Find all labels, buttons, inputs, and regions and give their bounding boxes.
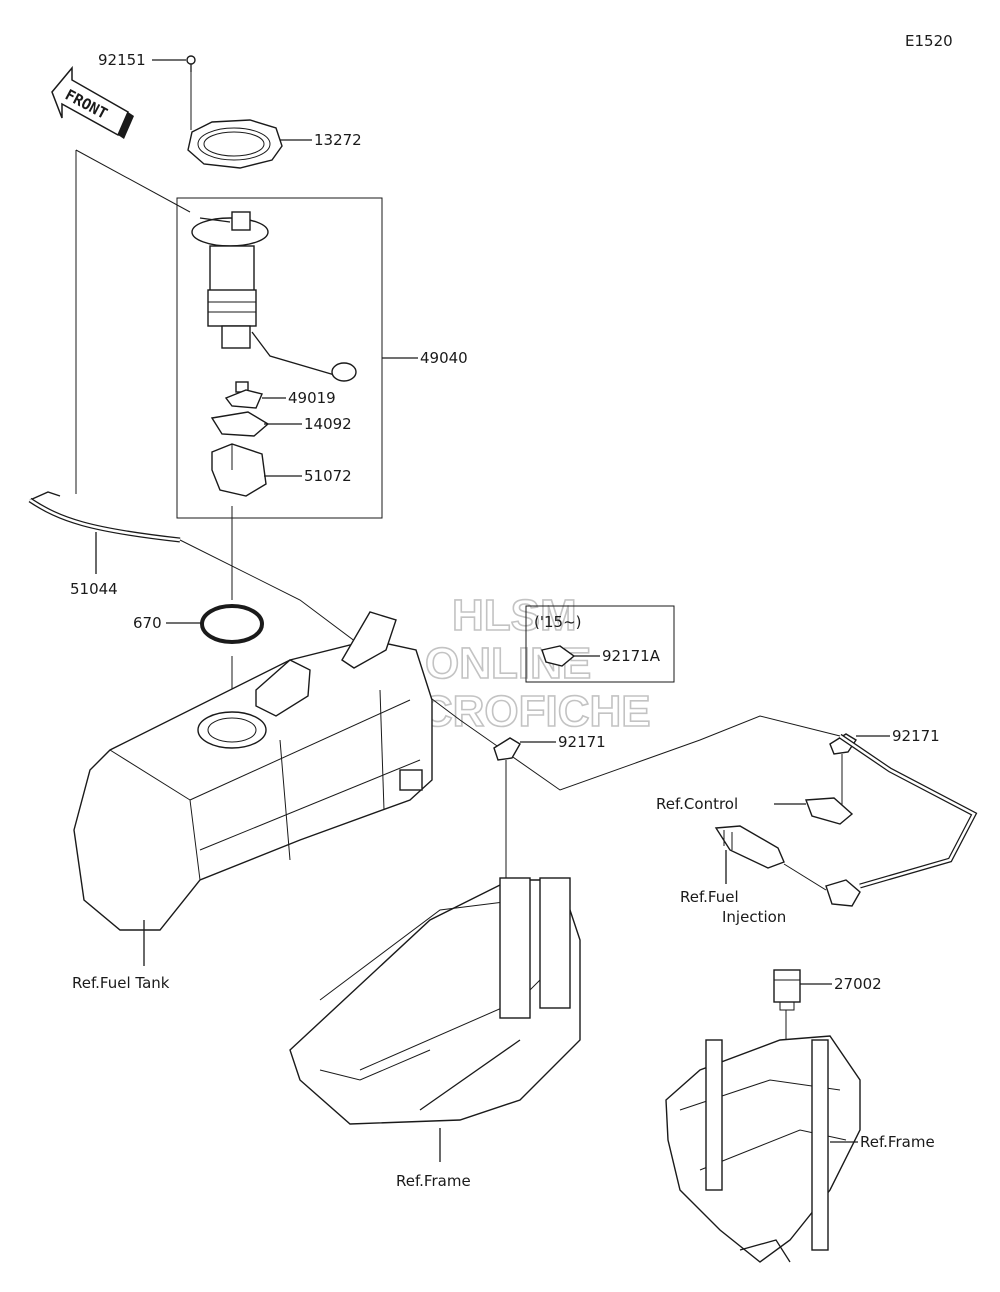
label-51072: 51072	[304, 467, 352, 485]
hose-51044[interactable]	[28, 150, 181, 543]
bracket-14092[interactable]	[210, 411, 270, 437]
label-49019: 49019	[288, 389, 336, 407]
watermark-line1: HLSM	[452, 591, 577, 640]
fuel-injector[interactable]	[714, 825, 861, 907]
o-ring-670[interactable]	[200, 604, 264, 644]
filter-49019[interactable]	[224, 381, 263, 409]
label-92171a: 92171A	[602, 647, 661, 665]
clamp-92171a[interactable]	[541, 645, 576, 667]
label-51044: 51044	[70, 580, 118, 598]
screw-92151[interactable]	[186, 55, 196, 72]
label-14092: 14092	[304, 415, 352, 433]
label-92151: 92151	[98, 51, 146, 69]
label-ref-control: Ref.Control	[656, 795, 738, 813]
label-ref-fuel-tank: Ref.Fuel Tank	[72, 974, 170, 992]
diagram-code: E1520	[905, 32, 953, 50]
label-13272: 13272	[314, 131, 362, 149]
assembly-bracket	[176, 197, 383, 519]
label-49040: 49040	[420, 349, 468, 367]
label-ref-fuel-injection-1: Ref.Fuel	[680, 888, 739, 906]
fuel-pump-49040[interactable]	[191, 211, 357, 382]
control-bracket[interactable]	[805, 797, 854, 825]
fuel-tank[interactable]	[73, 611, 433, 931]
front-arrow-icon: FRONT	[51, 65, 134, 139]
cup-51072[interactable]	[211, 443, 267, 497]
label-ref-frame-center: Ref.Frame	[396, 1172, 471, 1190]
relay-27002[interactable]	[773, 969, 801, 1011]
label-92171-right: 92171	[892, 727, 940, 745]
label-ref-fuel-injection-2: Injection	[722, 908, 786, 926]
inset-note: ('15~)	[534, 613, 581, 631]
clamp-92171-left[interactable]	[493, 737, 521, 761]
frame-center[interactable]	[289, 877, 581, 1125]
label-ref-frame-right: Ref.Frame	[860, 1133, 935, 1151]
label-92171-left: 92171	[558, 733, 606, 751]
label-670: 670	[133, 614, 162, 632]
gasket-plate-13272[interactable]	[187, 119, 283, 169]
label-27002: 27002	[834, 975, 882, 993]
watermark-line2: ONLINE	[425, 639, 591, 688]
inset-box	[525, 605, 675, 683]
frame-right[interactable]	[665, 1035, 861, 1263]
